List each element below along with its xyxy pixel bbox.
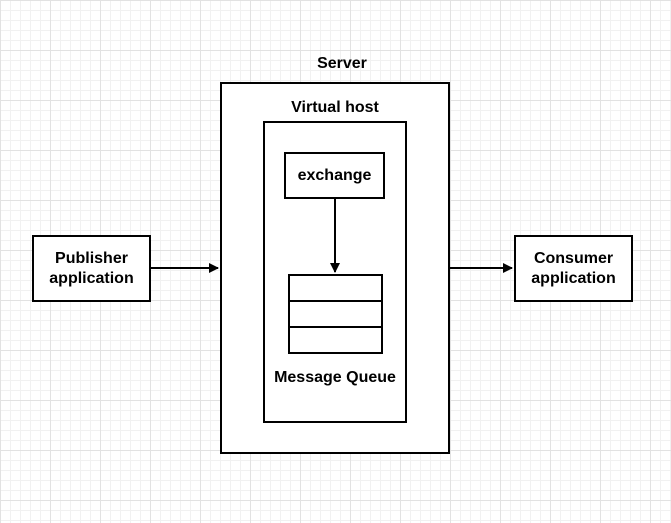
queue-slot-divider <box>290 326 381 328</box>
publisher-label-line1: Publisher <box>55 249 128 267</box>
consumer-label-line1: Consumer <box>533 249 614 267</box>
virtual-host-title: Virtual host <box>291 99 379 116</box>
queue-slot-divider <box>290 300 381 302</box>
publisher-box: Publisher application <box>32 235 151 302</box>
message-queue-label: Message Queue <box>274 369 396 386</box>
exchange-box: exchange <box>284 152 385 199</box>
publisher-label-line2: application <box>49 269 134 287</box>
exchange-label: exchange <box>297 166 372 184</box>
consumer-box: Consumer application <box>514 235 633 302</box>
server-title: Server <box>317 55 367 72</box>
consumer-label-line2: application <box>531 269 616 287</box>
message-queue-box <box>288 274 383 354</box>
